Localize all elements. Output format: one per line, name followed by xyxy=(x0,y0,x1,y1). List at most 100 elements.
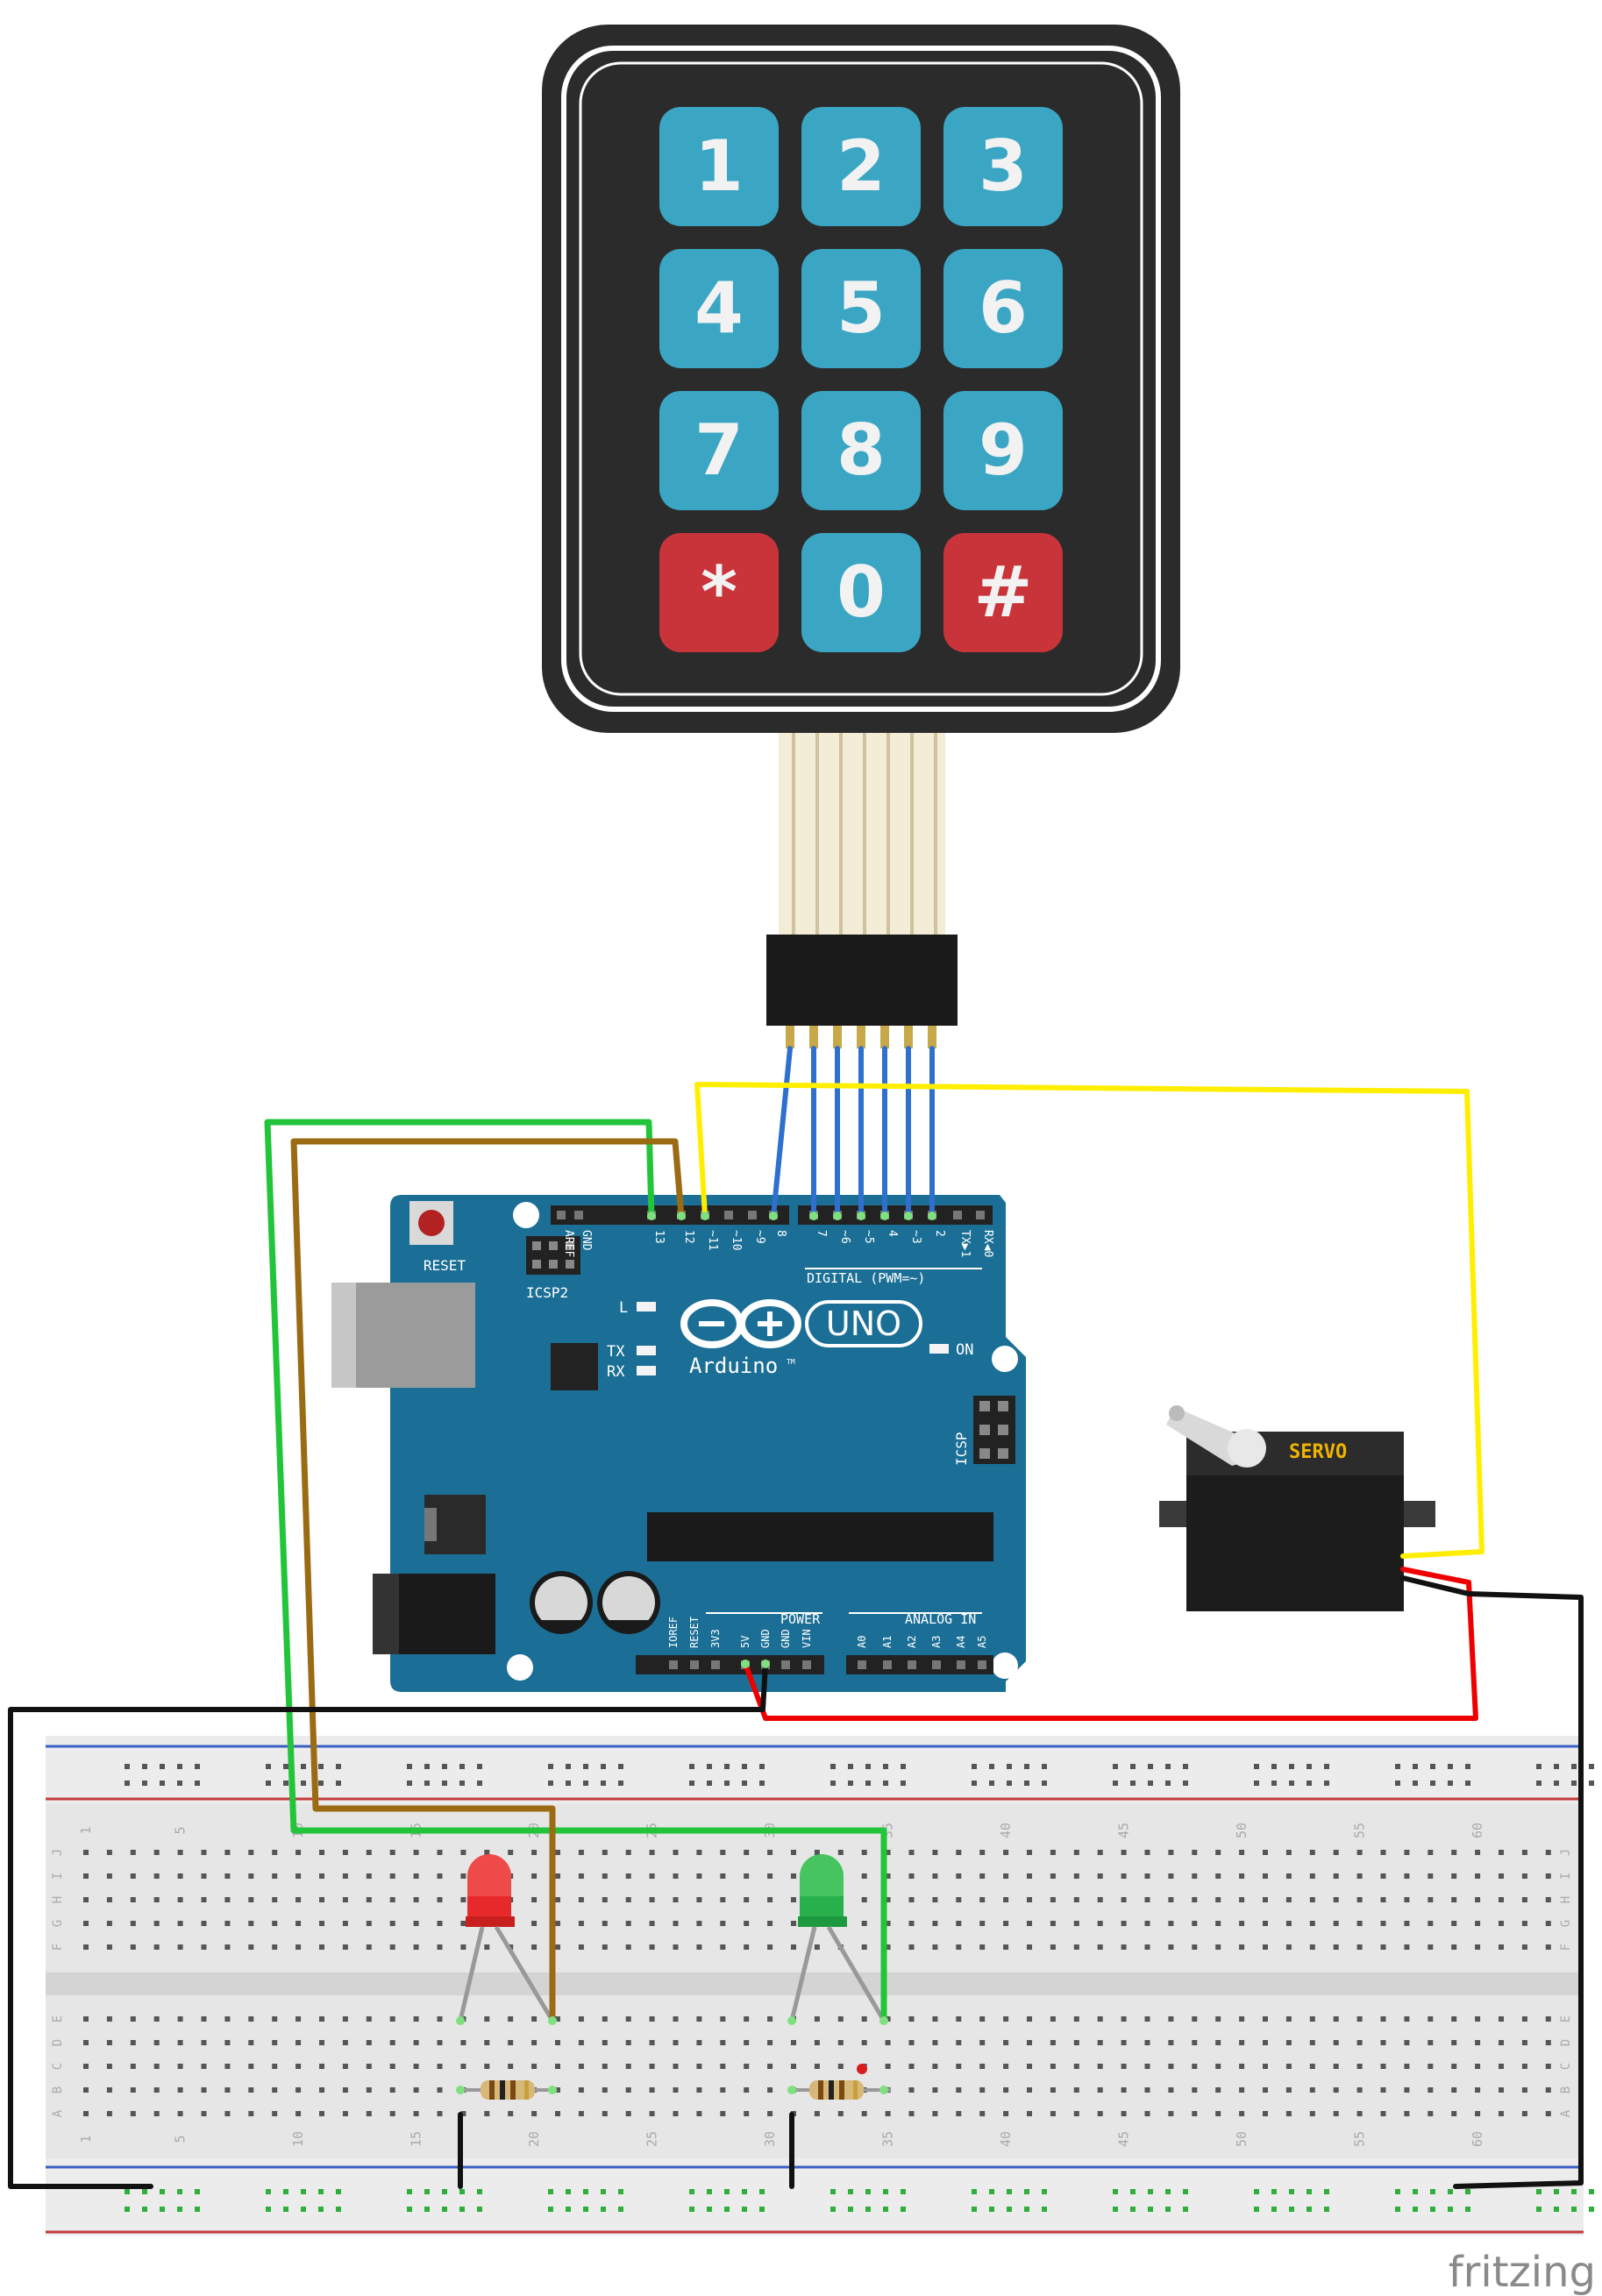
rail-hole xyxy=(1536,1781,1541,1786)
breadboard-hole xyxy=(224,2087,231,2093)
rail-hole xyxy=(548,2189,553,2194)
mount-hole xyxy=(992,1346,1018,1372)
column-number: 30 xyxy=(762,2131,778,2147)
breadboard-hole xyxy=(272,2064,278,2069)
row-letter: J xyxy=(1559,1849,1573,1856)
keypad-key-4[interactable]: 4 xyxy=(659,249,779,368)
rail-hole xyxy=(1254,1764,1259,1769)
breadboard-hole xyxy=(1380,2064,1386,2069)
breadboard-hole xyxy=(437,1897,443,1902)
column-number: 60 xyxy=(1470,1823,1485,1838)
breadboard-hole xyxy=(1285,2040,1292,2045)
rail-hole xyxy=(689,1764,694,1769)
rail-hole xyxy=(848,1781,853,1786)
rail-hole xyxy=(1571,1764,1577,1769)
breadboard-hole xyxy=(1239,2040,1245,2045)
breadboard-hole xyxy=(602,2064,608,2069)
breadboard-hole xyxy=(83,2111,89,2116)
breadboard-hole xyxy=(1404,2016,1410,2022)
rail-hole xyxy=(442,2207,447,2212)
keypad-key-label: * xyxy=(701,551,737,633)
rail-hole xyxy=(742,1781,747,1786)
breadboard-hole xyxy=(861,1921,867,1926)
breadboard-hole xyxy=(83,1897,89,1902)
breadboard-hole xyxy=(508,2111,514,2116)
breadboard-hole xyxy=(767,1921,773,1926)
breadboard-hole xyxy=(908,2040,915,2045)
rail-hole xyxy=(1307,1781,1312,1786)
breadboard-hole xyxy=(578,2111,584,2116)
breadboard-hole xyxy=(602,1944,608,1950)
breadboard-hole xyxy=(177,1897,183,1902)
breadboard-hole xyxy=(1003,1921,1009,1926)
breadboard-hole xyxy=(130,2111,136,2116)
rail-hole xyxy=(1536,1764,1541,1769)
analog-pin-label: A0 xyxy=(856,1636,868,1648)
breadboard-hole xyxy=(295,1873,302,1879)
breadboard-hole xyxy=(1027,1921,1032,1926)
keypad-key-hash[interactable]: # xyxy=(943,533,1063,652)
breadboard-hole xyxy=(177,2087,183,2093)
breadboard-hole xyxy=(1475,2040,1481,2045)
breadboard-hole xyxy=(272,1897,278,1902)
keypad-key-6[interactable]: 6 xyxy=(943,249,1063,368)
breadboard-hole xyxy=(1121,2016,1127,2022)
keypad-key-2[interactable]: 2 xyxy=(801,107,921,226)
breadboard-hole xyxy=(744,1897,750,1902)
keypad-key-5[interactable]: 5 xyxy=(801,249,921,368)
breadboard-hole xyxy=(767,1873,773,1879)
green-led-rim xyxy=(798,1916,847,1927)
keypad-key-1[interactable]: 1 xyxy=(659,107,779,226)
black-wire-gnd xyxy=(8,1661,768,2189)
breadboard-hole xyxy=(767,2087,773,2093)
row-letter: F xyxy=(1559,1944,1573,1951)
keypad-key-star[interactable]: * xyxy=(659,533,779,652)
keypad-key-8[interactable]: 8 xyxy=(801,391,921,510)
reset-button-cap[interactable] xyxy=(418,1210,445,1236)
breadboard-hole xyxy=(201,1897,207,1902)
breadboard-hole xyxy=(1097,1921,1103,1926)
green-led xyxy=(789,1854,886,2022)
column-number: 40 xyxy=(998,2131,1014,2147)
breadboard-hole xyxy=(366,2016,372,2022)
breadboard-hole xyxy=(625,2064,631,2069)
breadboard-hole xyxy=(1168,2064,1174,2069)
breadboard-hole xyxy=(1356,1897,1363,1902)
rail-hole xyxy=(1589,1764,1594,1769)
breadboard-hole xyxy=(437,2064,443,2069)
keypad-key-9[interactable]: 9 xyxy=(943,391,1063,510)
rail-hole xyxy=(301,1781,306,1786)
breadboard-hole xyxy=(555,1850,560,1855)
row-letter: A xyxy=(1559,2109,1573,2117)
breadboard-hole xyxy=(1545,1873,1551,1879)
breadboard-hole xyxy=(1451,1850,1457,1855)
rail-hole xyxy=(865,2189,871,2194)
mount-hole xyxy=(513,1202,539,1228)
digital-pin-label: ~6 xyxy=(838,1230,851,1244)
rail-hole xyxy=(566,2189,571,2194)
breadboard-hole xyxy=(130,1944,136,1950)
breadboard-hole xyxy=(389,1944,395,1950)
keypad-key-3[interactable]: 3 xyxy=(943,107,1063,226)
breadboard-hole xyxy=(1356,1944,1363,1950)
rail-hole xyxy=(830,2189,836,2194)
keypad-key-7[interactable]: 7 xyxy=(659,391,779,510)
breadboard-hole xyxy=(1545,1850,1551,1855)
rail-hole xyxy=(1307,1764,1312,1769)
rail-hole xyxy=(989,1781,994,1786)
breadboard-hole xyxy=(201,2016,207,2022)
rail-hole xyxy=(1254,2207,1259,2212)
rail-hole xyxy=(1271,1764,1277,1769)
keypad-ribbon xyxy=(779,733,945,935)
digital-pin-label: ~5 xyxy=(862,1230,875,1244)
breadboard-hole xyxy=(1428,2040,1434,2045)
breadboard-hole xyxy=(1380,2016,1386,2022)
rail-hole xyxy=(883,1781,888,1786)
keypad-key-0[interactable]: 0 xyxy=(801,533,921,652)
breadboard-hole xyxy=(1451,2111,1457,2116)
breadboard-hole xyxy=(1309,2064,1315,2069)
breadboard-hole xyxy=(531,2016,538,2022)
breadboard-hole xyxy=(413,2016,419,2022)
breadboard-hole xyxy=(1215,2064,1221,2069)
